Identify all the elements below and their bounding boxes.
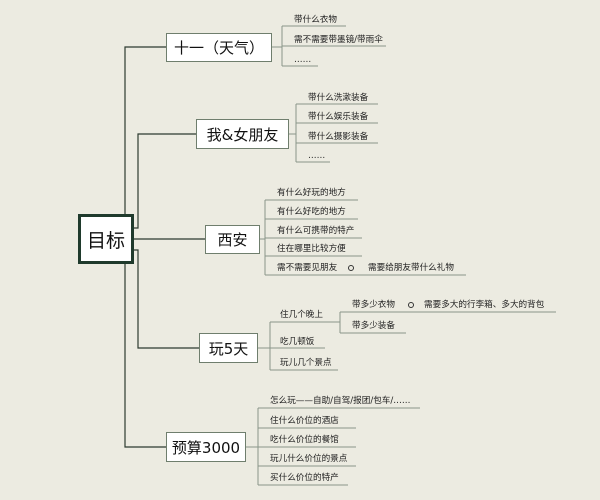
leaf-sunglasses-umbrella[interactable]: 需不需要带墨镜/带雨伞 <box>294 35 383 45</box>
leaf-ellipsis[interactable]: …… <box>294 55 312 65</box>
root-node[interactable]: 目标 <box>78 214 134 264</box>
leaf-food-places[interactable]: 有什么好吃的地方 <box>277 207 346 217</box>
leaf-restaurant-price[interactable]: 吃什么价位的餐馆 <box>270 435 339 445</box>
leaf-luggage-size[interactable]: 需要多大的行李箱、多大的背包 <box>424 300 545 310</box>
collapse-dot[interactable] <box>408 302 414 308</box>
connector-root-partner <box>134 133 196 229</box>
leaf-where-to-stay[interactable]: 住在哪里比较方便 <box>277 244 346 254</box>
leaf-gifts[interactable]: 需要给朋友带什么礼物 <box>368 263 454 273</box>
leaf-meet-friends[interactable]: 需不需要见朋友 <box>277 263 338 273</box>
leaf-meals[interactable]: 吃几顿饭 <box>280 337 315 347</box>
leaf-specialties[interactable]: 有什么可携带的特产 <box>277 226 355 236</box>
branch-xian[interactable]: 西安 <box>205 225 260 254</box>
connector-root-budget <box>124 264 166 448</box>
connector-root-days <box>134 249 199 349</box>
collapse-dot[interactable] <box>348 265 354 271</box>
branch-partner[interactable]: 我&女朋友 <box>196 119 289 149</box>
leaf-photography[interactable]: 带什么摄影装备 <box>308 132 369 142</box>
leaf-gear-amount[interactable]: 带多少装备 <box>352 321 395 331</box>
leaf-attractions[interactable]: 玩儿几个景点 <box>280 358 332 368</box>
leaf-clothes-amount[interactable]: 带多少衣物 <box>352 300 395 310</box>
leaf-clothes[interactable]: 带什么衣物 <box>294 15 337 25</box>
branch-weather[interactable]: 十一（天气） <box>166 33 272 62</box>
leaf-specialty-price[interactable]: 买什么价位的特产 <box>270 473 339 483</box>
leaf-ellipsis[interactable]: …… <box>308 151 326 161</box>
leaf-nights[interactable]: 住几个晚上 <box>280 310 323 320</box>
connector-root-weather <box>124 46 166 214</box>
leaf-hotel-price[interactable]: 住什么价位的酒店 <box>270 416 339 426</box>
leaf-entertainment[interactable]: 带什么娱乐装备 <box>308 112 369 122</box>
branch-budget[interactable]: 预算3000 <box>166 432 246 462</box>
leaf-toiletries[interactable]: 带什么洗漱装备 <box>308 93 369 103</box>
leaf-fun-places[interactable]: 有什么好玩的地方 <box>277 188 346 198</box>
leaf-attraction-price[interactable]: 玩儿什么价位的景点 <box>270 454 348 464</box>
leaf-how-to-play[interactable]: 怎么玩——自助/自驾/报团/包车/…… <box>270 396 411 406</box>
branch-five-days[interactable]: 玩5天 <box>199 333 258 363</box>
